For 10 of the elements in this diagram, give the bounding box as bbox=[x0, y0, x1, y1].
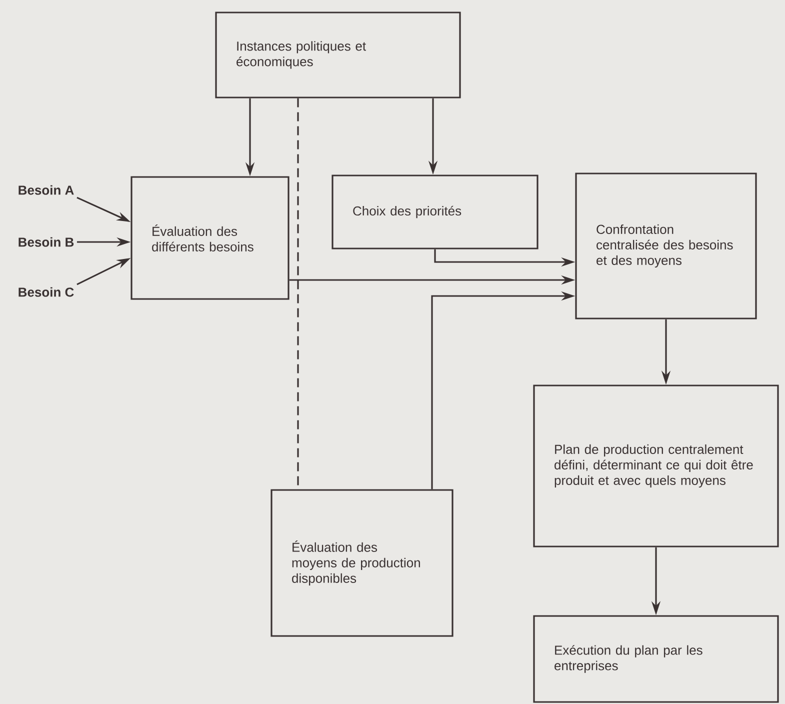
process-box: Choix des priorités bbox=[332, 174, 538, 250]
need-label: Besoin A bbox=[18, 185, 74, 195]
process-box: Instances politiques et économiques bbox=[215, 12, 461, 98]
need-label: Besoin C bbox=[18, 287, 74, 297]
need-label: Besoin B bbox=[18, 237, 74, 247]
process-box: Évaluation des différents besoins bbox=[130, 176, 290, 300]
process-box: Exécution du plan par les entreprises bbox=[533, 615, 779, 703]
process-box: Confrontation centralisée des besoins et des moyens bbox=[575, 172, 757, 320]
process-box: Évaluation des moyens de production disponibles bbox=[270, 489, 454, 637]
process-box: Plan de production centralement défini, déterminant ce qui doit être produit et avec quels moyens bbox=[533, 384, 779, 548]
